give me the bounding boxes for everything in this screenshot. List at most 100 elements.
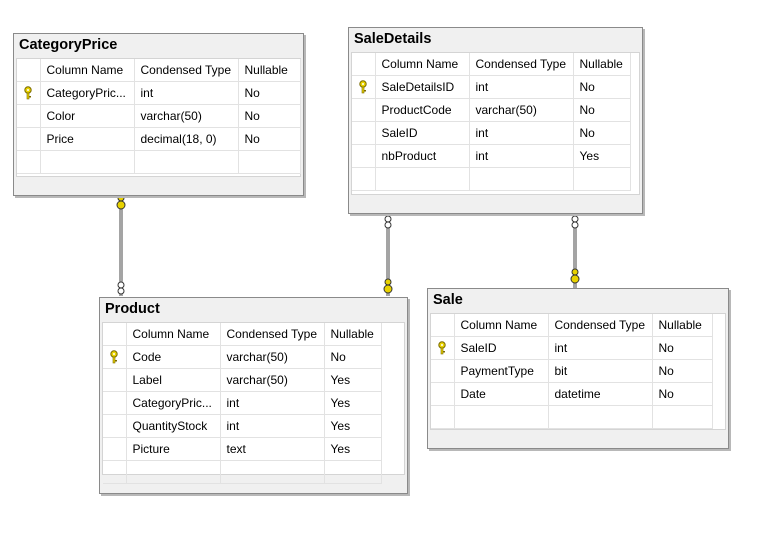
infinity-end-icon — [571, 215, 579, 229]
table-sale[interactable]: Sale Column Name Condensed Type Nullable… — [427, 288, 729, 449]
column-grid[interactable]: Column Name Condensed Type Nullable Cate… — [16, 58, 301, 177]
empty-row[interactable] — [352, 167, 631, 191]
table-saledetails[interactable]: SaleDetails Column Name Condensed Type N… — [348, 27, 643, 214]
empty-row[interactable] — [17, 150, 301, 174]
table-row[interactable]: CategoryPric... int Yes — [103, 391, 382, 415]
primary-key-icon — [438, 341, 446, 355]
row-selector[interactable] — [352, 121, 376, 145]
column-grid[interactable]: Column Name Condensed Type Nullable Code… — [102, 322, 405, 484]
row-selector[interactable] — [103, 368, 127, 392]
row-selector[interactable] — [17, 81, 41, 105]
nullable-cell: No — [573, 75, 631, 99]
table-product[interactable]: Product Column Name Condensed Type Nulla… — [99, 297, 408, 494]
table-row[interactable]: Date datetime No — [431, 382, 713, 406]
nullable-cell: Yes — [573, 144, 631, 168]
column-grid[interactable]: Column Name Condensed Type Nullable Sale… — [430, 313, 726, 430]
column-name-cell: CategoryPric... — [40, 81, 135, 105]
row-selector[interactable] — [431, 382, 455, 406]
nullable-cell: No — [238, 81, 301, 105]
row-selector[interactable] — [17, 104, 41, 128]
key-end-icon — [570, 268, 580, 284]
table-row[interactable]: CategoryPric... int No — [17, 81, 301, 105]
relationship-categoryprice-product[interactable] — [116, 194, 126, 296]
infinity-end-icon — [384, 215, 392, 229]
table-row[interactable]: PaymentType bit No — [431, 359, 713, 383]
row-selector-header — [17, 59, 41, 82]
primary-key-icon — [24, 86, 32, 100]
nullable-cell: Yes — [324, 391, 382, 415]
condensed-type-cell: varchar(50) — [469, 98, 574, 122]
condensed-type-cell: varchar(50) — [220, 368, 325, 392]
condensed-type-header: Condensed Type — [220, 323, 325, 346]
table-title: CategoryPrice — [19, 37, 118, 53]
condensed-type-cell: text — [220, 437, 325, 461]
condensed-type-cell: int — [134, 81, 239, 105]
header-row: Column Name Condensed Type Nullable — [431, 314, 713, 337]
row-selector[interactable] — [352, 98, 376, 122]
table-row[interactable]: Price decimal(18, 0) No — [17, 127, 301, 151]
condensed-type-cell: int — [220, 391, 325, 415]
condensed-type-cell: datetime — [548, 382, 653, 406]
row-selector[interactable] — [352, 75, 376, 99]
table-row[interactable]: Label varchar(50) Yes — [103, 368, 382, 392]
infinity-end-icon — [117, 281, 125, 295]
nullable-header: Nullable — [324, 323, 382, 346]
table-row[interactable]: SaleID int No — [352, 121, 631, 145]
column-name-header: Column Name — [375, 53, 470, 76]
column-name-cell: ProductCode — [375, 98, 470, 122]
table-title: SaleDetails — [354, 31, 432, 47]
condensed-type-header: Condensed Type — [548, 314, 653, 337]
column-name-header: Column Name — [40, 59, 135, 82]
column-name-cell: SaleID — [454, 336, 549, 360]
row-selector-header — [352, 53, 376, 76]
table-row[interactable]: nbProduct int Yes — [352, 144, 631, 168]
column-name-header: Column Name — [126, 323, 221, 346]
table-row[interactable]: ProductCode varchar(50) No — [352, 98, 631, 122]
nullable-cell: No — [652, 382, 713, 406]
condensed-type-cell: int — [469, 144, 574, 168]
row-selector[interactable] — [431, 336, 455, 360]
table-categoryprice[interactable]: CategoryPrice Column Name Condensed Type… — [13, 33, 304, 196]
table-row[interactable]: Picture text Yes — [103, 437, 382, 461]
nullable-cell: No — [573, 121, 631, 145]
relationship-product-saledetails[interactable] — [383, 214, 393, 296]
header-row: Column Name Condensed Type Nullable — [103, 323, 382, 346]
column-name-cell: Color — [40, 104, 135, 128]
table-row[interactable]: SaleID int No — [431, 336, 713, 360]
nullable-cell: Yes — [324, 437, 382, 461]
nullable-header: Nullable — [238, 59, 301, 82]
column-table: Column Name Condensed Type Nullable Sale… — [352, 53, 631, 191]
empty-row[interactable] — [103, 460, 382, 484]
column-grid[interactable]: Column Name Condensed Type Nullable Sale… — [351, 52, 640, 195]
column-name-cell: Picture — [126, 437, 221, 461]
header-row: Column Name Condensed Type Nullable — [17, 59, 301, 82]
column-name-cell: CategoryPric... — [126, 391, 221, 415]
row-selector[interactable] — [103, 391, 127, 415]
condensed-type-cell: bit — [548, 359, 653, 383]
row-selector[interactable] — [103, 345, 127, 369]
relationship-sale-saledetails[interactable] — [570, 214, 580, 288]
table-row[interactable]: QuantityStock int Yes — [103, 414, 382, 438]
condensed-type-header: Condensed Type — [469, 53, 574, 76]
header-row: Column Name Condensed Type Nullable — [352, 53, 631, 76]
table-row[interactable]: Code varchar(50) No — [103, 345, 382, 369]
table-row[interactable]: SaleDetailsID int No — [352, 75, 631, 99]
row-selector[interactable] — [103, 414, 127, 438]
column-table: Column Name Condensed Type Nullable Code… — [103, 323, 382, 484]
primary-key-icon — [110, 350, 118, 364]
column-name-cell: PaymentType — [454, 359, 549, 383]
row-selector[interactable] — [431, 359, 455, 383]
table-title: Sale — [433, 292, 463, 308]
table-row[interactable]: Color varchar(50) No — [17, 104, 301, 128]
column-name-cell: Code — [126, 345, 221, 369]
column-table: Column Name Condensed Type Nullable Cate… — [17, 59, 301, 174]
row-selector[interactable] — [352, 144, 376, 168]
row-selector-header — [431, 314, 455, 337]
row-selector[interactable] — [17, 127, 41, 151]
nullable-cell: No — [324, 345, 382, 369]
row-selector[interactable] — [103, 437, 127, 461]
table-title: Product — [105, 301, 160, 317]
empty-row[interactable] — [431, 405, 713, 429]
nullable-cell: Yes — [324, 414, 382, 438]
condensed-type-cell: int — [548, 336, 653, 360]
